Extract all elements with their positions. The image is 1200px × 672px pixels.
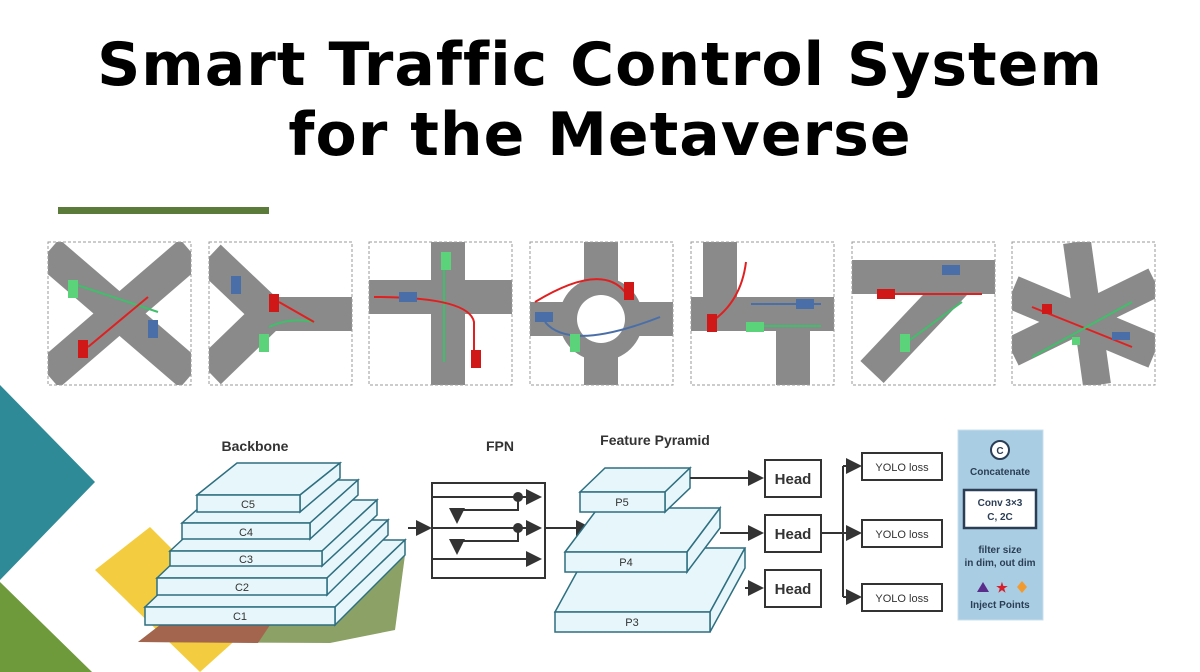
teal-triangle — [0, 385, 95, 580]
loss-label-3: YOLO loss — [875, 593, 929, 605]
loss-box-1 — [861, 452, 943, 481]
pyramid-layer-p5 — [578, 466, 692, 514]
feature-pyramid — [553, 466, 747, 633]
head-label-3: Head — [775, 581, 812, 598]
head-box-3 — [764, 569, 822, 608]
feature-pyramid-label: Feature Pyramid — [600, 432, 710, 448]
accent-line — [58, 207, 269, 214]
layer-label-p4: P4 — [619, 557, 632, 569]
green-triangle — [0, 582, 92, 672]
panel-roundabout — [529, 241, 674, 386]
loss-label-1: YOLO loss — [875, 462, 929, 474]
layer-label-p5: P5 — [615, 497, 628, 509]
filter-line-2: in dim, out dim — [964, 558, 1035, 569]
scenario-panels — [47, 241, 1156, 386]
fpn-block — [431, 482, 546, 579]
head-to-loss-arrows — [821, 458, 862, 605]
filter-line-1: filter size — [978, 545, 1022, 556]
layer-label-c3: C3 — [239, 554, 253, 566]
pyramid-layer-p4 — [563, 505, 722, 575]
layer-label-c2: C2 — [235, 582, 249, 594]
star-inject-icon: ★ — [996, 580, 1008, 595]
backbone-stack — [143, 461, 407, 627]
diamond-inject-icon — [1017, 581, 1027, 593]
panel-t-junction — [368, 241, 513, 386]
title-line-2: for the Metaverse — [288, 100, 912, 170]
layer-label-c5: C5 — [241, 499, 255, 511]
head-box-2 — [764, 514, 822, 553]
backbone-layer-c5 — [194, 461, 343, 514]
conv-line-2: C, 2C — [987, 512, 1013, 523]
loss-label-2: YOLO loss — [875, 529, 929, 541]
panel-cross-intersection — [47, 241, 192, 386]
panel-merge — [851, 241, 996, 386]
layer-label-c4: C4 — [239, 527, 253, 539]
head-label-2: Head — [775, 526, 812, 543]
fpn-label: FPN — [486, 438, 514, 454]
layer-label-c1: C1 — [233, 611, 247, 623]
inject-points-label: Inject Points — [970, 600, 1030, 611]
title-line-1: Smart Traffic Control System — [97, 30, 1103, 100]
conv-box — [962, 488, 1038, 530]
concatenate-label: Concatenate — [970, 467, 1030, 478]
legend-panel: C Concatenate Conv 3×3 C, 2C filter size… — [957, 429, 1044, 621]
head-box-1 — [764, 459, 822, 498]
panel-y-junction — [208, 241, 353, 386]
panel-complex-intersection — [1011, 241, 1156, 386]
loss-box-2 — [861, 519, 943, 548]
panel-staggered-junction — [690, 241, 835, 386]
concatenate-symbol: C — [996, 446, 1003, 457]
head-label-1: Head — [775, 471, 812, 488]
loss-box-3 — [861, 583, 943, 612]
pyramid-to-head-arrows — [690, 470, 764, 596]
conv-line-1: Conv 3×3 — [978, 498, 1023, 509]
concatenate-icon — [990, 440, 1010, 460]
backbone-label: Backbone — [222, 438, 289, 454]
layer-label-p3: P3 — [625, 617, 638, 629]
input-image-road — [138, 625, 270, 643]
triangle-inject-icon — [977, 582, 989, 592]
